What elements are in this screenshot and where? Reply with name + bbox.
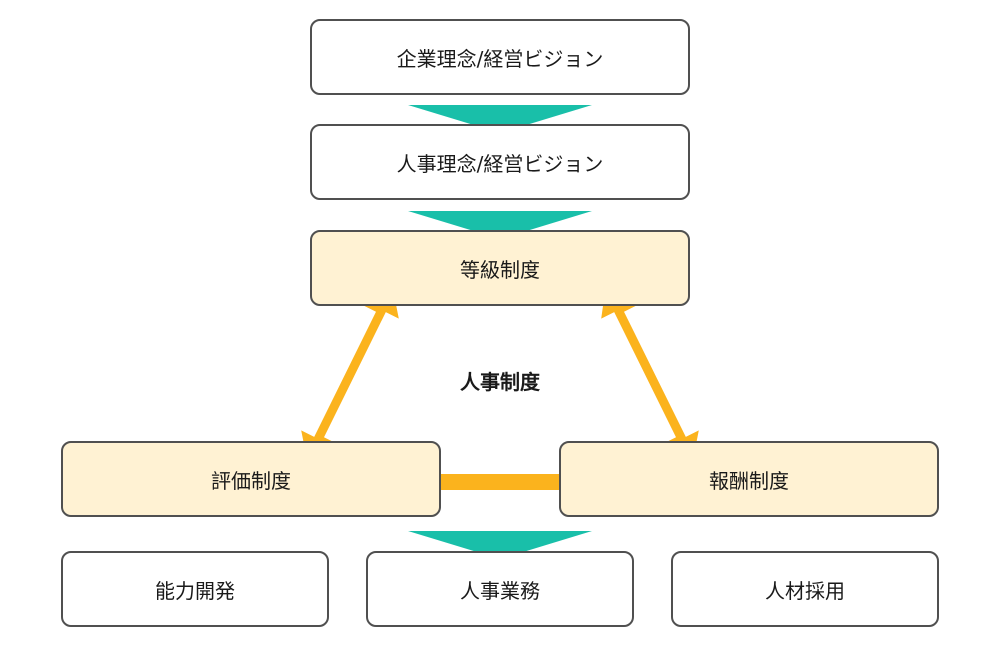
evaluation-system-label: 評価制度 bbox=[211, 468, 291, 493]
evaluation-system-box: 評価制度 bbox=[61, 441, 441, 517]
compensation-system-box: 報酬制度 bbox=[559, 441, 939, 517]
double-arrow-evaluation-compensation bbox=[402, 461, 598, 503]
recruitment-box: 人材採用 bbox=[671, 551, 939, 627]
flow-arrow-3 bbox=[408, 531, 592, 559]
compensation-system-label: 報酬制度 bbox=[709, 468, 789, 493]
hr-system-center-label: 人事制度 bbox=[460, 370, 540, 394]
corporate-philosophy-box: 企業理念/経営ビジョン bbox=[310, 19, 690, 95]
double-arrow-grade-compensation bbox=[601, 283, 699, 466]
flow-arrow-1 bbox=[408, 105, 592, 133]
corporate-philosophy-label: 企業理念/経営ビジョン bbox=[396, 46, 604, 71]
double-arrow-grade-evaluation bbox=[301, 283, 399, 466]
hr-philosophy-label: 人事理念/経営ビジョン bbox=[396, 151, 604, 176]
hr-philosophy-box: 人事理念/経営ビジョン bbox=[310, 124, 690, 200]
grade-system-box: 等級制度 bbox=[310, 230, 690, 306]
capability-development-box: 能力開発 bbox=[61, 551, 329, 627]
capability-development-label: 能力開発 bbox=[155, 578, 235, 603]
flow-arrow-2 bbox=[408, 211, 592, 239]
hr-operations-label: 人事業務 bbox=[460, 578, 540, 603]
hr-operations-box: 人事業務 bbox=[366, 551, 634, 627]
grade-system-label: 等級制度 bbox=[460, 257, 540, 282]
recruitment-label: 人材採用 bbox=[765, 578, 845, 603]
